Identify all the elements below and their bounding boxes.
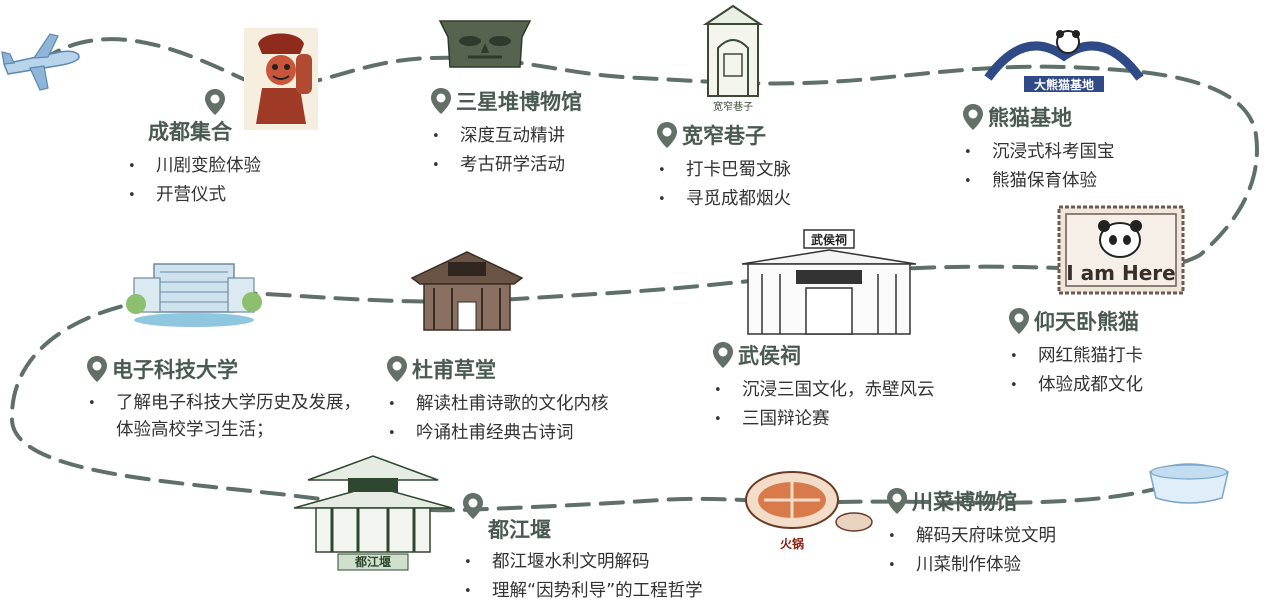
stop-kuanzhai: 宽窄巷子 打卡巴蜀文脉 寻觅成都烟火: [656, 120, 791, 214]
bowl-icon: [1149, 463, 1229, 504]
stop-title: 仰天卧熊猫: [1034, 310, 1139, 334]
stop-title: 成都集合: [148, 120, 232, 144]
location-pin-icon: [963, 104, 983, 130]
stop-bullet: 考古研学活动: [430, 151, 582, 180]
university-building-icon: [126, 263, 262, 327]
stop-bullet: 了解电子科技大学历史及发展，体验高校学习生活；: [86, 390, 366, 444]
location-pin-icon: [657, 122, 677, 148]
location-pin-icon: [431, 88, 451, 114]
stop-uestc: 电子科技大学 了解电子科技大学历史及发展，体验高校学习生活；: [86, 354, 366, 444]
location-pin-icon: [87, 356, 107, 382]
stop-panda-base: 熊猫基地 沉浸式科考国宝 熊猫保育体验: [962, 102, 1115, 196]
stop-title: 宽窄巷子: [682, 124, 766, 148]
stop-yangtianwo-panda: 仰天卧熊猫 网红熊猫打卡 体验成都文化: [1008, 306, 1143, 400]
stop-bullet: 三国辩论赛: [712, 405, 935, 434]
stop-bullet: 解码天府味觉文明: [886, 522, 1056, 551]
stop-bullet: 川菜制作体验: [886, 551, 1056, 580]
stop-bullet: 沉浸式科考国宝: [962, 138, 1115, 167]
stop-sanxingdui: 三星堆博物馆 深度互动精讲 考古研学活动: [430, 86, 582, 180]
stop-bullet: 都江堰水利文明解码: [462, 548, 703, 577]
stop-bullet: 沉浸三国文化，赤壁风云: [712, 376, 935, 405]
dujiangyan-gate-icon: 都江堰: [293, 455, 453, 571]
panda-base-sign: 大熊猫基地: [1034, 77, 1094, 92]
location-pin-icon: [713, 342, 733, 368]
temple-gate-icon: 武侯祠: [741, 229, 917, 335]
stop-bullet: 深度互动精讲: [430, 122, 582, 151]
location-pin-icon: [887, 488, 907, 514]
hotpot-icon: 火锅: [745, 471, 873, 551]
stop-bullet: 体验成都文化: [1008, 371, 1143, 400]
stop-bullet: 打卡巴蜀文脉: [656, 156, 791, 185]
location-pin-icon: [387, 356, 407, 382]
stop-title: 都江堰: [488, 518, 551, 542]
stop-bullet: 网红熊猫打卡: [1008, 342, 1143, 371]
thatched-cottage-icon: [410, 251, 524, 331]
iamhere-sign: I am Here: [1066, 261, 1175, 285]
wuhouci-sign: 武侯祠: [811, 232, 847, 247]
stop-title: 三星堆博物馆: [456, 90, 582, 114]
airplane-icon: [1, 33, 80, 91]
sichuan-opera-mask-icon: [244, 28, 318, 130]
bronze-mask-icon: [438, 20, 532, 68]
location-pin-icon: [463, 493, 483, 519]
location-pin-icon: [1009, 308, 1029, 334]
stop-chengdu-assembly: 成都集合 川剧变脸体验 开营仪式: [126, 88, 261, 210]
stop-bullet: 川剧变脸体验: [126, 152, 261, 181]
stop-dujiangyan: 都江堰 都江堰水利文明解码 理解“因势利导”的工程哲学: [462, 492, 703, 606]
stop-bullet: 开营仪式: [126, 181, 261, 210]
stop-wuhouci: 武侯祠 沉浸三国文化，赤壁风云 三国辩论赛: [712, 340, 935, 434]
dujiangyan-sign: 都江堰: [354, 554, 391, 569]
stop-title: 电子科技大学: [112, 358, 238, 382]
stop-title: 川菜博物馆: [912, 490, 1017, 514]
kuanzhai-gate-icon: 宽窄巷子: [702, 4, 764, 113]
stop-bullet: 寻觅成都烟火: [656, 185, 791, 214]
hotpot-label: 火锅: [780, 536, 804, 551]
stop-dufu-cottage: 杜甫草堂 解读杜甫诗歌的文化内核 吟诵杜甫经典古诗词: [386, 354, 609, 448]
stop-title: 杜甫草堂: [412, 358, 496, 382]
iamhere-stamp-icon: I am Here: [1057, 205, 1185, 295]
panda-base-sign-icon: 大熊猫基地: [984, 30, 1144, 92]
location-pin-icon: [205, 89, 225, 115]
stop-title: 熊猫基地: [988, 106, 1072, 130]
stop-bullet: 吟诵杜甫经典古诗词: [386, 419, 609, 448]
stop-bullet: 解读杜甫诗歌的文化内核: [386, 390, 609, 419]
stop-title: 武侯祠: [738, 344, 801, 368]
kuanzhai-sign: 宽窄巷子: [713, 100, 753, 113]
stop-bullet: 理解“因势利导”的工程哲学: [462, 577, 703, 606]
stop-sichuan-cuisine-museum: 川菜博物馆 解码天府味觉文明 川菜制作体验: [886, 486, 1056, 580]
stop-bullet: 熊猫保育体验: [962, 167, 1115, 196]
